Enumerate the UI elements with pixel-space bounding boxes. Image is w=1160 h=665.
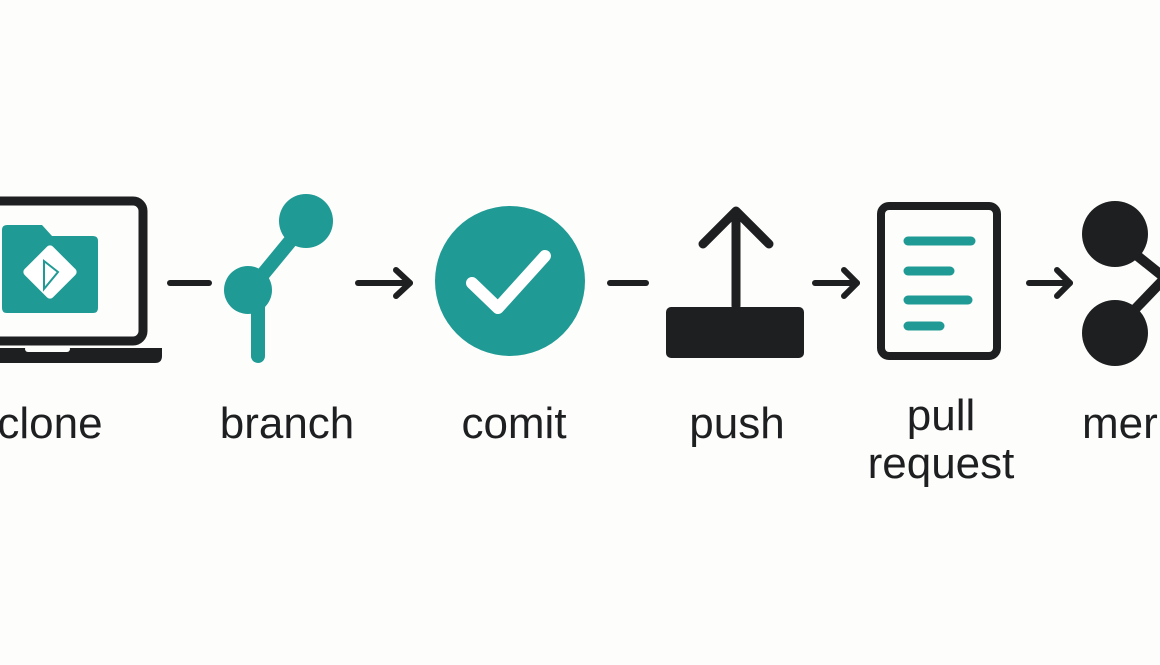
connector-arrow xyxy=(812,267,860,299)
document-icon xyxy=(877,202,1001,360)
step-label-request: request xyxy=(867,439,1015,488)
step-label-merge: mer xyxy=(1082,399,1158,448)
step-label-commit: comit xyxy=(461,399,567,448)
laptop-folder-git-icon xyxy=(0,196,162,363)
branch-icon xyxy=(224,194,333,363)
connector-arrow xyxy=(355,267,413,299)
step-label-branch: branch xyxy=(219,399,355,448)
upload-icon xyxy=(666,206,804,358)
step-label-push: push xyxy=(689,399,785,448)
step-label-pull: pull xyxy=(906,391,976,440)
step-label-clone: clone xyxy=(0,399,103,448)
check-circle-icon xyxy=(435,206,585,356)
connector-arrow xyxy=(1026,267,1073,299)
merge-icon xyxy=(1082,201,1160,366)
